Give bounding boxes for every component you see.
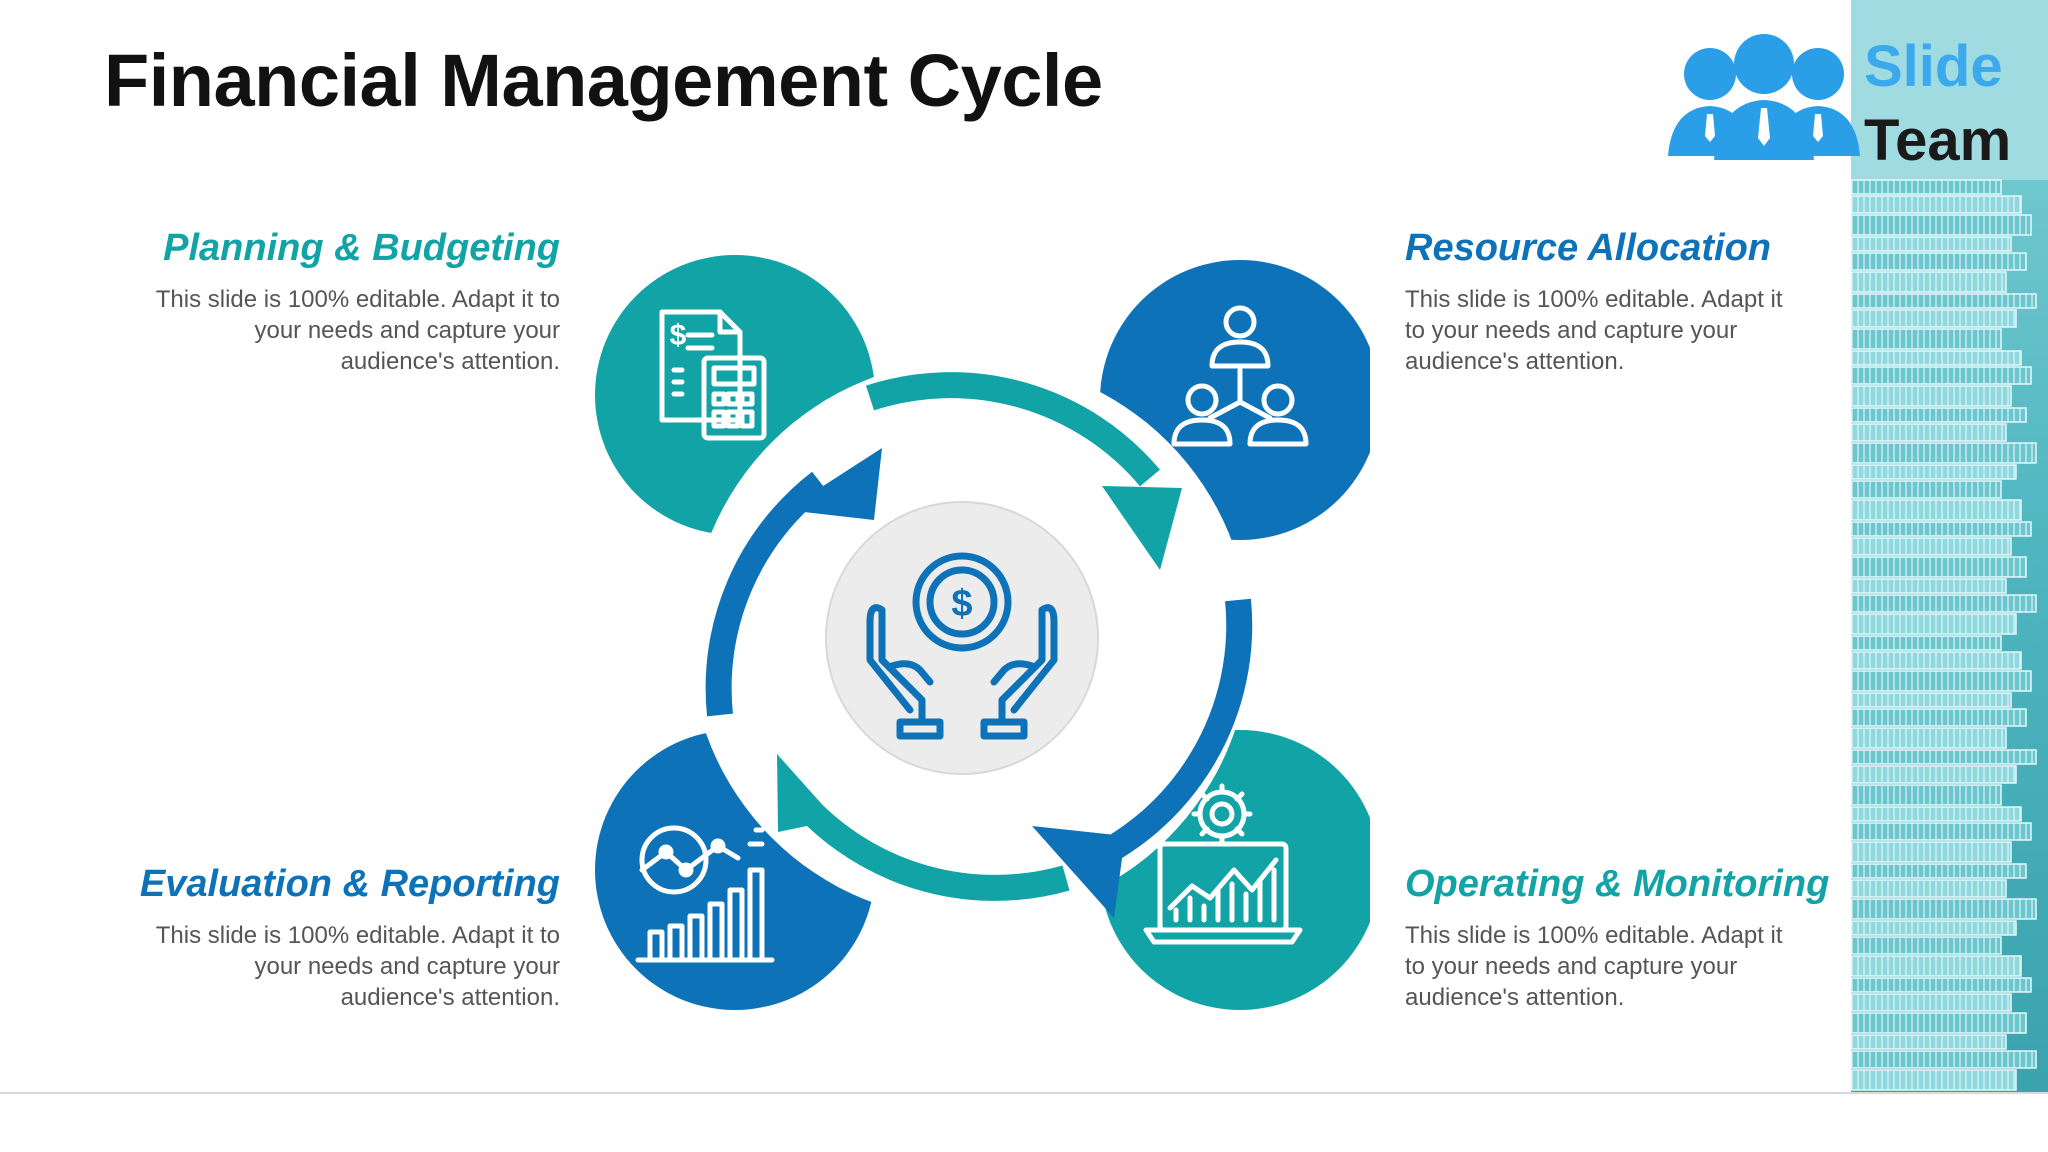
step-evaluation-reporting: Evaluation & Reporting This slide is 100… — [0, 863, 560, 1013]
logo-word-slide: Slide — [1864, 34, 2003, 99]
planning-dollar-sign: $ — [670, 319, 687, 352]
arrow-head-3 — [777, 754, 836, 832]
monitor-gear-chart-icon — [1143, 783, 1303, 945]
arrow-head-4 — [786, 448, 882, 520]
team-hierarchy-icon — [1171, 305, 1309, 447]
step-description: This slide is 100% editable. Adapt it to… — [155, 285, 560, 375]
slideteam-logo: Slide Team — [1664, 28, 2024, 178]
step-title: Resource Allocation — [1405, 227, 1772, 269]
step-resource-allocation: Resource Allocation This slide is 100% e… — [1405, 227, 1965, 377]
step-description: This slide is 100% editable. Adapt it to… — [1405, 921, 1783, 1011]
step-title: Evaluation & Reporting — [139, 863, 560, 905]
slide-bottom-border — [0, 1092, 2048, 1094]
below-slide-area — [0, 1094, 2048, 1152]
step-planning-budgeting: Planning & Budgeting This slide is 100% … — [0, 227, 560, 377]
arrow-head-1 — [1102, 486, 1182, 570]
step-description: This slide is 100% editable. Adapt it to… — [155, 921, 560, 1011]
calculator-invoice-icon — [659, 309, 767, 441]
people-group-icon — [1668, 34, 1860, 160]
center-dollar-sign: $ — [951, 583, 972, 625]
hands-coin-dollar-icon — [866, 552, 1058, 740]
cycle-diagram: $ $ — [595, 255, 1370, 1010]
arrow-head-2 — [1032, 826, 1125, 918]
analytics-chart-icon — [635, 825, 775, 963]
step-operating-monitoring: Operating & Monitoring This slide is 100… — [1405, 863, 1965, 1013]
page-title: Financial Management Cycle — [104, 39, 1103, 122]
step-title: Planning & Budgeting — [163, 227, 560, 269]
step-title: Operating & Monitoring — [1405, 863, 1830, 905]
step-description: This slide is 100% editable. Adapt it to… — [1405, 285, 1783, 375]
logo-word-team: Team — [1864, 108, 2012, 173]
center-disc — [825, 501, 1099, 775]
slide: Financial Management Cycle — [0, 0, 2048, 1092]
coins-photo — [1851, 0, 2048, 1092]
